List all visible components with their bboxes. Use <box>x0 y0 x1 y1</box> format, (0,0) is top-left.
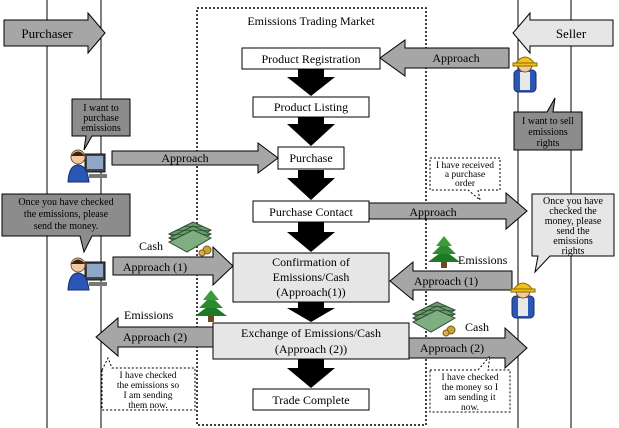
step-label: Exchange of Emissions/Cash <box>241 326 381 340</box>
flow-arrow <box>287 359 335 388</box>
seller-confirm-arrow: Approach (1) <box>389 260 513 302</box>
callout-seller-want: I want to sell emissions rights <box>513 97 583 151</box>
callout-text: I am sending <box>123 391 172 401</box>
contact-seller-arrow: Approach <box>368 191 528 231</box>
step-purchase: Purchase <box>277 146 345 170</box>
callout-text: rights <box>537 138 560 149</box>
tree-icon <box>195 290 227 322</box>
callout-text: I have received <box>436 161 494 171</box>
purchaser-icon <box>67 257 107 291</box>
flow-arrow <box>287 117 335 146</box>
seller-label: Seller <box>556 26 587 41</box>
callout-text: a purchase <box>445 170 485 180</box>
callout-purchaser-sending: I have checked the emissions so I am sen… <box>101 356 196 411</box>
step-product-registration: Product Registration <box>241 47 381 70</box>
callout-text: send the <box>556 226 590 237</box>
step-product-listing: Product Listing <box>252 96 370 118</box>
arrow-label: Approach <box>409 205 456 219</box>
arrow-label: Approach (1) <box>414 274 478 288</box>
callout-text: purchase <box>83 113 119 124</box>
seller-icon <box>510 282 536 319</box>
exchange-seller-arrow: Approach (2) <box>408 326 528 370</box>
step-exchange: Exchange of Emissions/Cash (Approach (2)… <box>212 322 410 360</box>
purchaser-icon <box>67 149 107 183</box>
purchaser-purchase-arrow: Approach <box>111 142 279 174</box>
callout-text: send the money. <box>34 221 99 232</box>
cash-icon <box>411 301 457 337</box>
seller-register-arrow: Approach <box>379 39 510 77</box>
callout-text: the emissions so <box>117 381 180 391</box>
callout-purchase-order: I have received a purchase order <box>429 157 501 202</box>
flow-arrows <box>287 69 335 388</box>
callout-text: the emissions, please <box>24 209 109 220</box>
arrow-label: Approach <box>432 51 479 65</box>
callout-purchaser-request: Once you have checked the emissions, ple… <box>1 193 131 254</box>
step-purchase-contact: Purchase Contact <box>252 200 370 223</box>
callout-text: am sending it <box>444 393 496 403</box>
callout-seller-sending: I have checked the money so I am sending… <box>429 354 511 413</box>
cash-label: Cash <box>139 239 163 253</box>
callout-text: I want to sell <box>522 116 574 127</box>
callout-text: now. <box>461 403 479 413</box>
step-label: (Approach(1)) <box>276 285 345 299</box>
step-label: Product Registration <box>262 52 361 66</box>
step-label: Purchase Contact <box>269 205 353 219</box>
arrow-label: Approach (2) <box>123 330 187 344</box>
step-label: Trade Complete <box>272 393 349 407</box>
purchaser-label: Purchaser <box>21 26 73 41</box>
arrow-label: Approach <box>161 151 208 165</box>
arrow-label: Approach (2) <box>420 341 484 355</box>
tree-icon <box>428 236 460 268</box>
step-label: Purchase <box>289 151 332 165</box>
cash-label: Cash <box>465 320 489 334</box>
flow-arrow <box>287 170 335 200</box>
callout-text: emissions <box>553 236 593 247</box>
callout-text: money, please <box>545 216 602 227</box>
callout-text: emissions <box>81 123 121 134</box>
callout-text: checked the <box>549 206 597 217</box>
step-trade-complete: Trade Complete <box>252 388 370 411</box>
step-label: Product Listing <box>274 100 348 114</box>
callout-text: I have checked <box>120 371 177 381</box>
step-label: Emissions/Cash <box>273 270 350 284</box>
callout-seller-request: Once you have checked the money, please … <box>531 193 615 274</box>
seller-icon <box>512 56 538 93</box>
step-confirmation: Confirmation of Emissions/Cash (Approach… <box>232 252 390 303</box>
callout-purchaser-want: I want to purchase emissions <box>71 98 131 151</box>
callout-text: I have checked <box>442 373 499 383</box>
callout-text: order <box>455 179 476 189</box>
step-label: (Approach (2)) <box>275 342 347 356</box>
exchange-purchaser-arrow: Approach (2) <box>95 316 214 358</box>
flow-arrow <box>287 69 335 96</box>
flow-arrow <box>287 302 335 322</box>
callout-text: rights <box>562 246 585 257</box>
step-label: Confirmation of <box>272 255 350 269</box>
seller-role: Seller <box>512 11 614 55</box>
callout-text: I want to <box>83 103 119 114</box>
callout-text: Once you have <box>543 196 604 207</box>
purchaser-confirm-arrow: Approach (1) <box>112 245 234 287</box>
callout-text: them now. <box>128 401 168 411</box>
purchaser-role: Purchaser <box>3 11 106 55</box>
emissions-label: Emissions <box>458 253 508 267</box>
callout-text: emissions <box>528 127 568 138</box>
callout-text: Once you have checked <box>18 197 113 208</box>
arrow-label: Approach (1) <box>123 260 187 274</box>
emissions-label: Emissions <box>124 308 174 322</box>
flow-arrow <box>287 222 335 252</box>
cash-icon <box>167 221 213 257</box>
callout-text: the money so I <box>442 383 498 393</box>
market-title: Emissions Trading Market <box>247 14 375 28</box>
